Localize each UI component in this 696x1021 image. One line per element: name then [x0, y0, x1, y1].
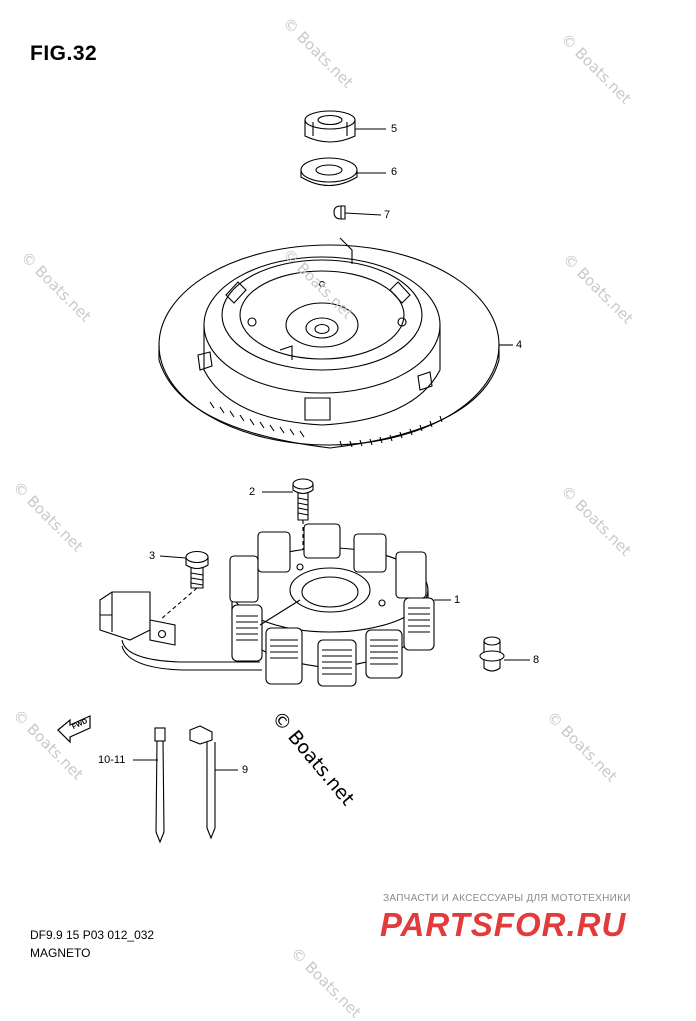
figure-code: DF9.9 15 P03 012_032 [30, 928, 155, 942]
shop-logo[interactable]: PARTSFOR.RU [380, 906, 627, 943]
callout-10-11[interactable]: 10-11 [98, 754, 126, 766]
leader-7 [344, 212, 382, 216]
callout-3[interactable]: 3 [149, 550, 156, 562]
figure-title: FIG.32 [30, 42, 98, 65]
callout-9[interactable]: 9 [242, 764, 249, 776]
callout-1[interactable]: 1 [454, 594, 461, 606]
part-5-nut[interactable] [304, 110, 356, 143]
callout-7[interactable]: 7 [384, 209, 391, 221]
callout-5[interactable]: 5 [391, 123, 398, 135]
callout-8[interactable]: 8 [533, 654, 540, 666]
leader-3 [159, 555, 187, 559]
part-7-key[interactable] [333, 205, 346, 220]
part-6-washer[interactable] [300, 157, 358, 187]
part-1-stator[interactable] [229, 523, 435, 687]
fwd-arrow-icon [57, 715, 91, 744]
part-2-screw[interactable] [292, 478, 314, 560]
part-10-11-clamp[interactable] [154, 727, 166, 844]
stator-wire-harness [99, 591, 262, 671]
part-8-flange-bolt[interactable] [479, 636, 505, 672]
figure-section: MAGNETO [30, 946, 91, 960]
callout-4[interactable]: 4 [516, 339, 523, 351]
callout-6[interactable]: 6 [391, 166, 398, 178]
part-3-bolt[interactable] [159, 550, 209, 621]
shop-tagline: ЗАПЧАСТИ И АКСЕССУАРЫ ДЛЯ МОТОТЕХНИКИ [383, 893, 631, 904]
parts-diagram [57, 110, 530, 844]
part-9-clamp[interactable] [189, 725, 216, 840]
part-4-flywheel[interactable] [158, 237, 500, 449]
callout-2[interactable]: 2 [249, 486, 256, 498]
